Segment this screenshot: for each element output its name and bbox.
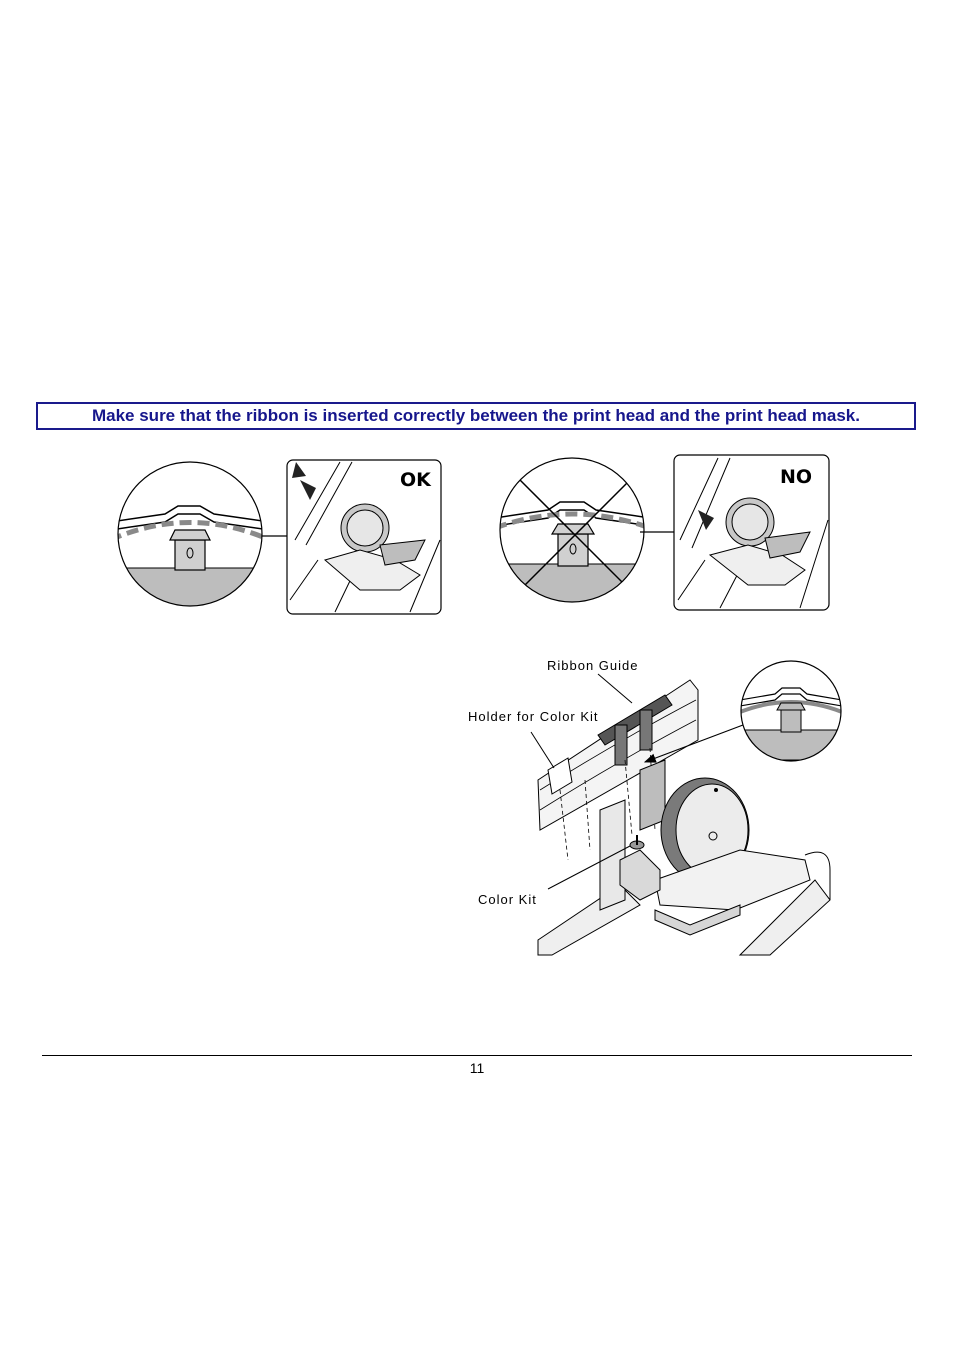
color-kit-label: Color Kit <box>478 892 537 907</box>
footer-rule <box>42 1055 912 1056</box>
ok-detail-circle <box>117 461 263 607</box>
down-arrow-icon <box>698 510 714 530</box>
color-kit-illustration <box>530 673 831 956</box>
mask-pointer-arrow <box>643 724 744 763</box>
no-label: NO <box>780 466 812 488</box>
page-number: 11 <box>469 1060 485 1076</box>
holder-leader <box>530 731 555 769</box>
no-panel: NO <box>673 454 830 611</box>
notice-text: Make sure that the ribbon is inserted co… <box>91 406 860 425</box>
color-kit-leader <box>547 845 631 890</box>
ribbon-guide-leader <box>597 673 633 704</box>
ok-label: OK <box>400 469 432 491</box>
holder-for-color-kit-label: Holder for Color Kit <box>468 709 599 724</box>
notice-box: Make sure that the ribbon is inserted co… <box>36 402 916 430</box>
ribbon-guide-label: Ribbon Guide <box>547 658 639 673</box>
mask-detail-circle <box>740 660 842 762</box>
ok-panel: OK <box>286 459 442 615</box>
down-arrow-icon <box>292 462 306 478</box>
no-detail-circle <box>499 457 645 603</box>
